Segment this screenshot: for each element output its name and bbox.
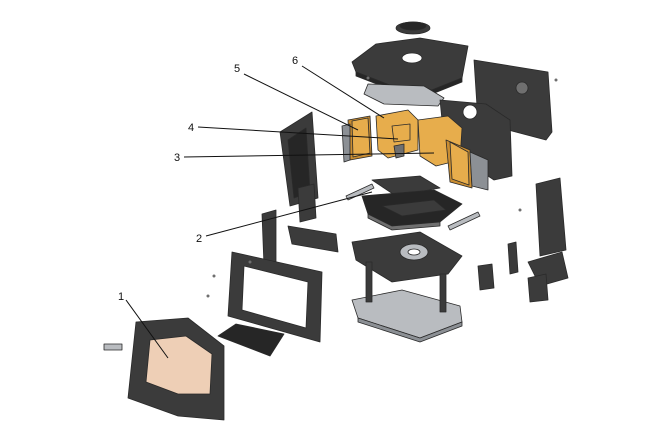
door-handle <box>103 343 123 351</box>
fixings <box>206 76 558 298</box>
leader-6 <box>301 65 385 119</box>
throat-plate <box>363 83 445 107</box>
left-side-panel <box>279 111 319 207</box>
leader-4 <box>197 126 399 140</box>
side-brackets <box>477 241 519 291</box>
firebrick-small <box>391 123 411 143</box>
leader-2 <box>205 191 373 237</box>
leader-5 <box>243 73 359 131</box>
stove-body-back <box>439 99 513 181</box>
callout-leaders <box>125 65 435 359</box>
callout-3: 3 <box>174 152 180 164</box>
leader-3 <box>183 152 435 158</box>
grate <box>361 175 463 231</box>
front-post <box>261 183 339 267</box>
callout-5: 5 <box>234 63 240 75</box>
callout-labels: 1 2 3 4 5 6 <box>118 55 298 303</box>
callout-6: 6 <box>292 55 298 67</box>
callout-4: 4 <box>188 122 194 134</box>
ash-pan <box>217 323 285 357</box>
firebrick-set <box>341 109 489 191</box>
right-side-panel <box>527 177 569 303</box>
base-plate <box>351 231 463 283</box>
stove-door <box>103 317 225 421</box>
callout-1: 1 <box>118 291 124 303</box>
flue-collar <box>395 21 431 35</box>
air-wash-bars <box>345 183 481 231</box>
under-tray <box>351 261 463 343</box>
callout-2: 2 <box>196 233 202 245</box>
leader-1 <box>125 299 169 359</box>
door-frame <box>227 251 323 343</box>
